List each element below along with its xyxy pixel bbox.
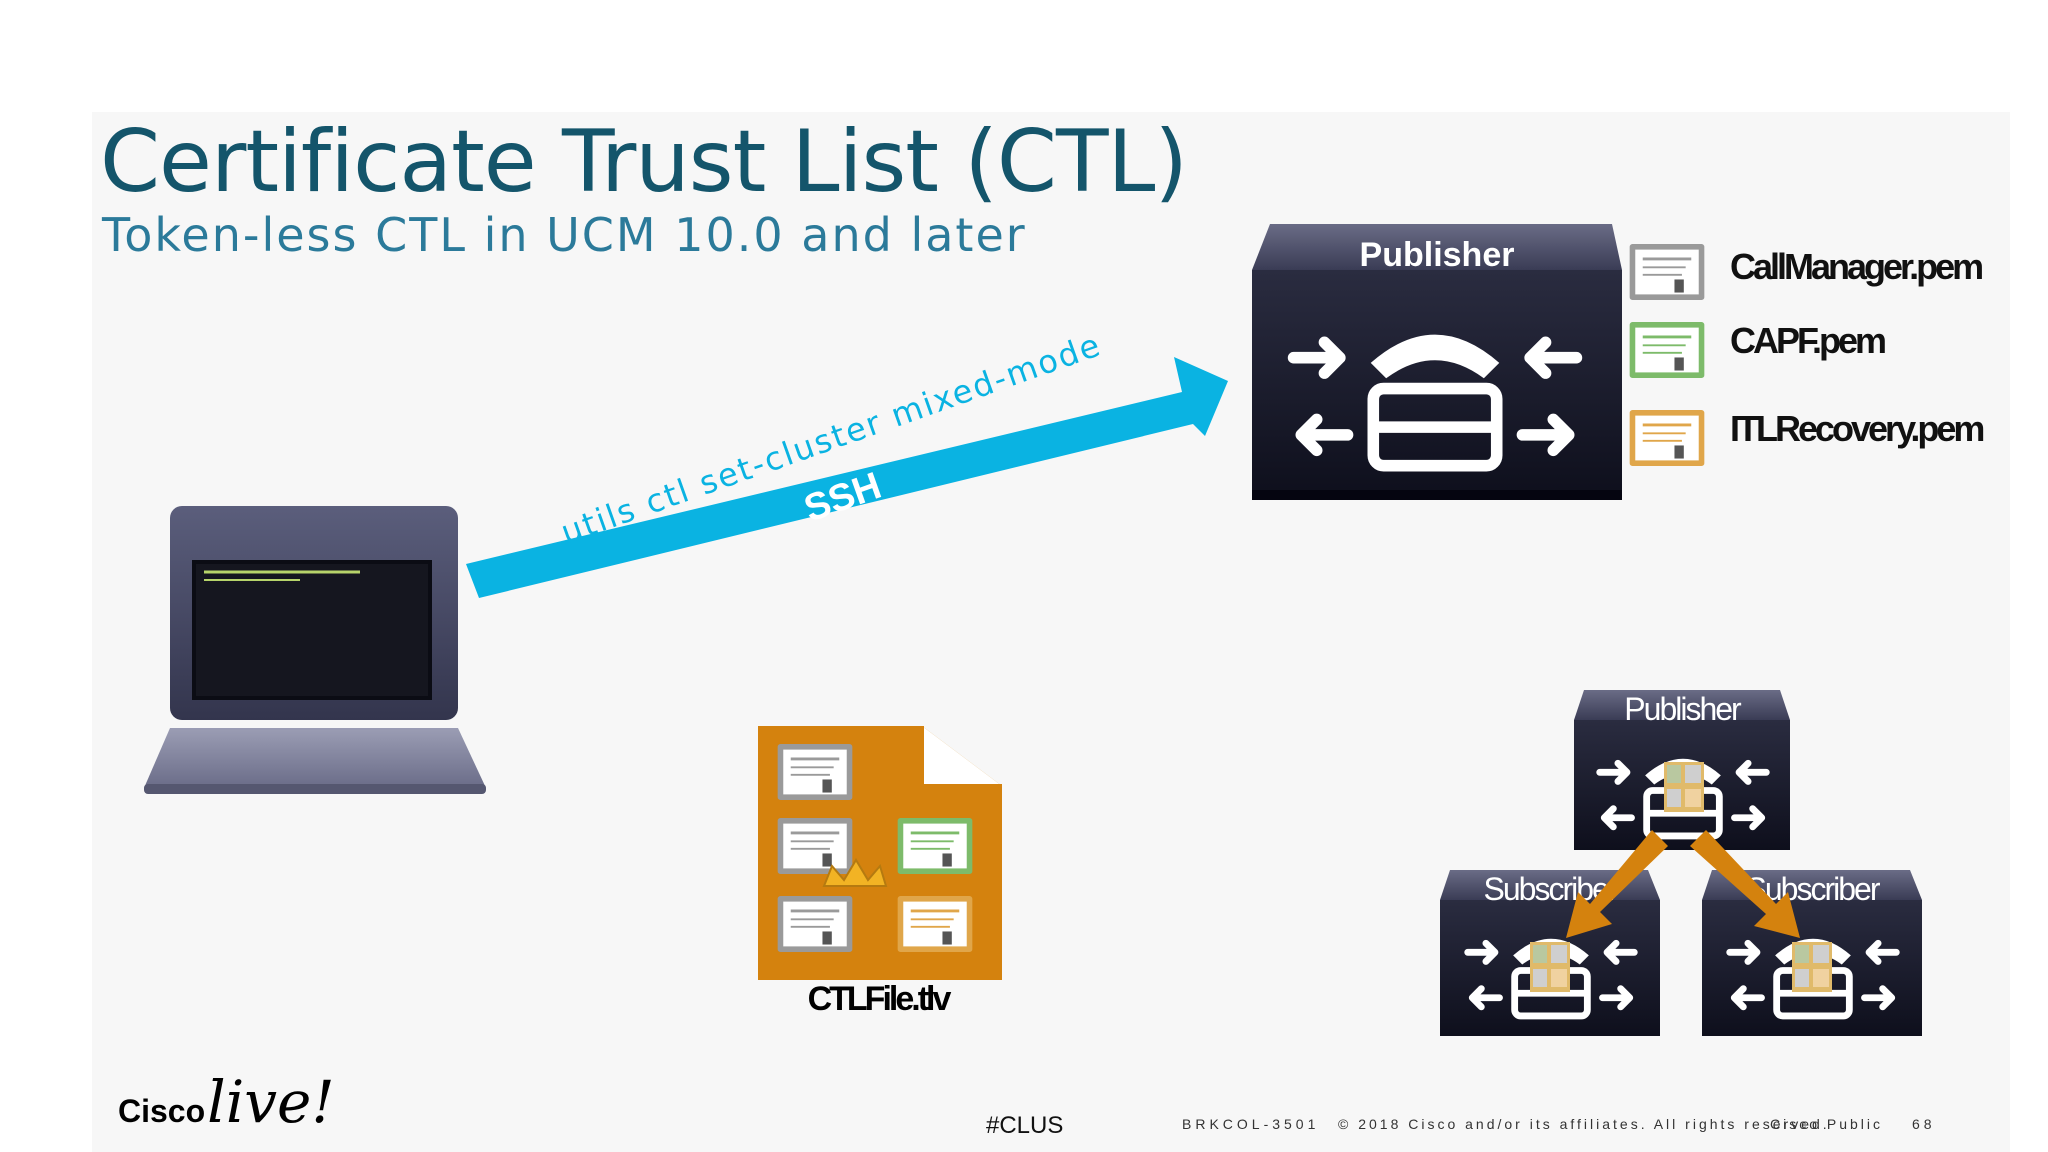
ctl-file-icon xyxy=(758,726,1002,980)
crown-icon xyxy=(822,858,888,887)
slide-title: Certificate Trust List (CTL) xyxy=(100,112,1188,212)
cluster-subscriber-1: Subscriber xyxy=(1440,870,1660,1036)
logo-cisco-text: Cisco xyxy=(118,1093,206,1129)
publisher-label: Publisher xyxy=(1360,236,1515,274)
page-number: 68 xyxy=(1912,1116,1936,1132)
certificate-callmanager-label: CallManager.pem xyxy=(1730,246,1984,287)
cluster-subscriber-2: Subscriber xyxy=(1702,870,1922,1036)
certificate-capf-label: CAPF.pem xyxy=(1730,320,1887,361)
certificate-icon-orange xyxy=(1628,410,1706,466)
certificate-list xyxy=(1628,244,1706,466)
slide-subtitle: Token-less CTL in UCM 10.0 and later xyxy=(102,208,1027,262)
cisco-live-logo: Ciscolive! xyxy=(118,1068,335,1136)
logo-live-text: live! xyxy=(207,1068,335,1136)
laptop-icon xyxy=(144,506,486,794)
certificate-itlrecovery-label: ITLRecovery.pem xyxy=(1730,408,1985,449)
publisher-server: Publisher xyxy=(1252,224,1622,500)
ssh-protocol-label: SSH xyxy=(799,465,887,531)
certificate-icon-gray xyxy=(1628,244,1706,300)
certificate-icon-green xyxy=(1628,322,1706,378)
cluster-publisher: Publisher xyxy=(1574,690,1790,850)
cluster-publisher-label: Publisher xyxy=(1624,691,1742,727)
ctl-file-small-icon xyxy=(1664,762,1704,812)
session-id: BRKCOL-3501 xyxy=(1182,1116,1320,1132)
ssh-arrow: utils ctl set-cluster mixed-mode SSH xyxy=(466,325,1228,598)
distribution-arrows xyxy=(1566,830,1800,938)
copyright-notice: © 2018 Cisco and/or its affiliates. All … xyxy=(1338,1116,1830,1132)
ctl-file-label: CTLFile.tlv xyxy=(808,980,952,1018)
classification-label: Cisco Public xyxy=(1770,1116,1884,1132)
event-hashtag: #CLUS xyxy=(986,1112,1064,1139)
